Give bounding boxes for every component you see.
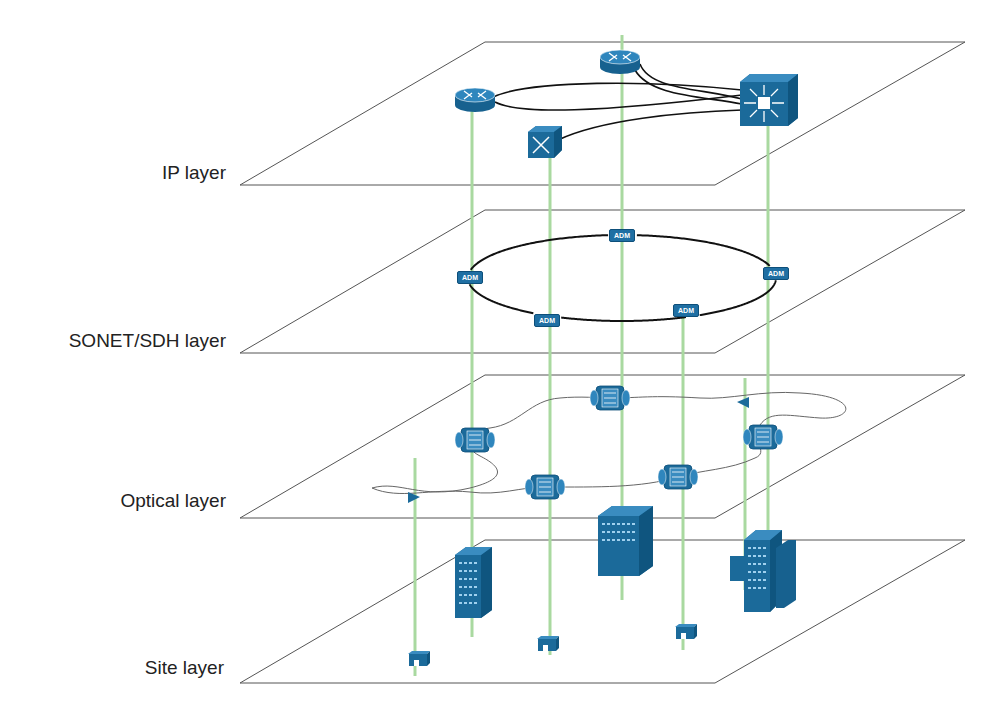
adm-box: ADM (609, 229, 635, 242)
layer-label: Optical layer (120, 490, 226, 512)
router-icon (600, 50, 640, 74)
small-site (675, 624, 697, 639)
adm-box: ADM (763, 267, 789, 280)
adm-label: ADM (678, 307, 694, 314)
optical-switch-icon (590, 386, 630, 410)
optical-switch-icon (455, 428, 495, 452)
optical-switch-icon (525, 475, 565, 499)
ring-link (561, 317, 686, 321)
adm-box: ADM (673, 304, 699, 317)
layer-plane (240, 42, 965, 683)
optical-switch-icon (658, 465, 698, 489)
ring-link (637, 235, 770, 266)
small-site (537, 636, 559, 651)
adm-box: ADM (534, 314, 560, 327)
amplifier-icon (737, 397, 749, 408)
adm-box: ADM (457, 271, 483, 284)
layer-label: SONET/SDH layer (69, 330, 226, 352)
ip-link (493, 64, 742, 140)
office-building (730, 530, 796, 612)
layer-label: IP layer (162, 162, 226, 184)
office-building (598, 506, 653, 576)
ring-link (471, 235, 608, 270)
layer-label: Site layer (145, 657, 224, 679)
adm-label: ADM (539, 317, 555, 324)
adm-label: ADM (614, 232, 630, 239)
adm-label: ADM (768, 270, 784, 277)
small-site (408, 651, 430, 666)
ring-link (700, 280, 776, 315)
ring-link (470, 284, 534, 313)
router-icon (455, 88, 495, 112)
optical-switch-icon (743, 425, 783, 449)
layer-link (415, 35, 768, 676)
office-building (455, 547, 492, 618)
switch-icon (528, 126, 562, 158)
core-router-icon (740, 74, 798, 126)
amplifier-icon (408, 492, 420, 503)
adm-label: ADM (462, 274, 478, 281)
